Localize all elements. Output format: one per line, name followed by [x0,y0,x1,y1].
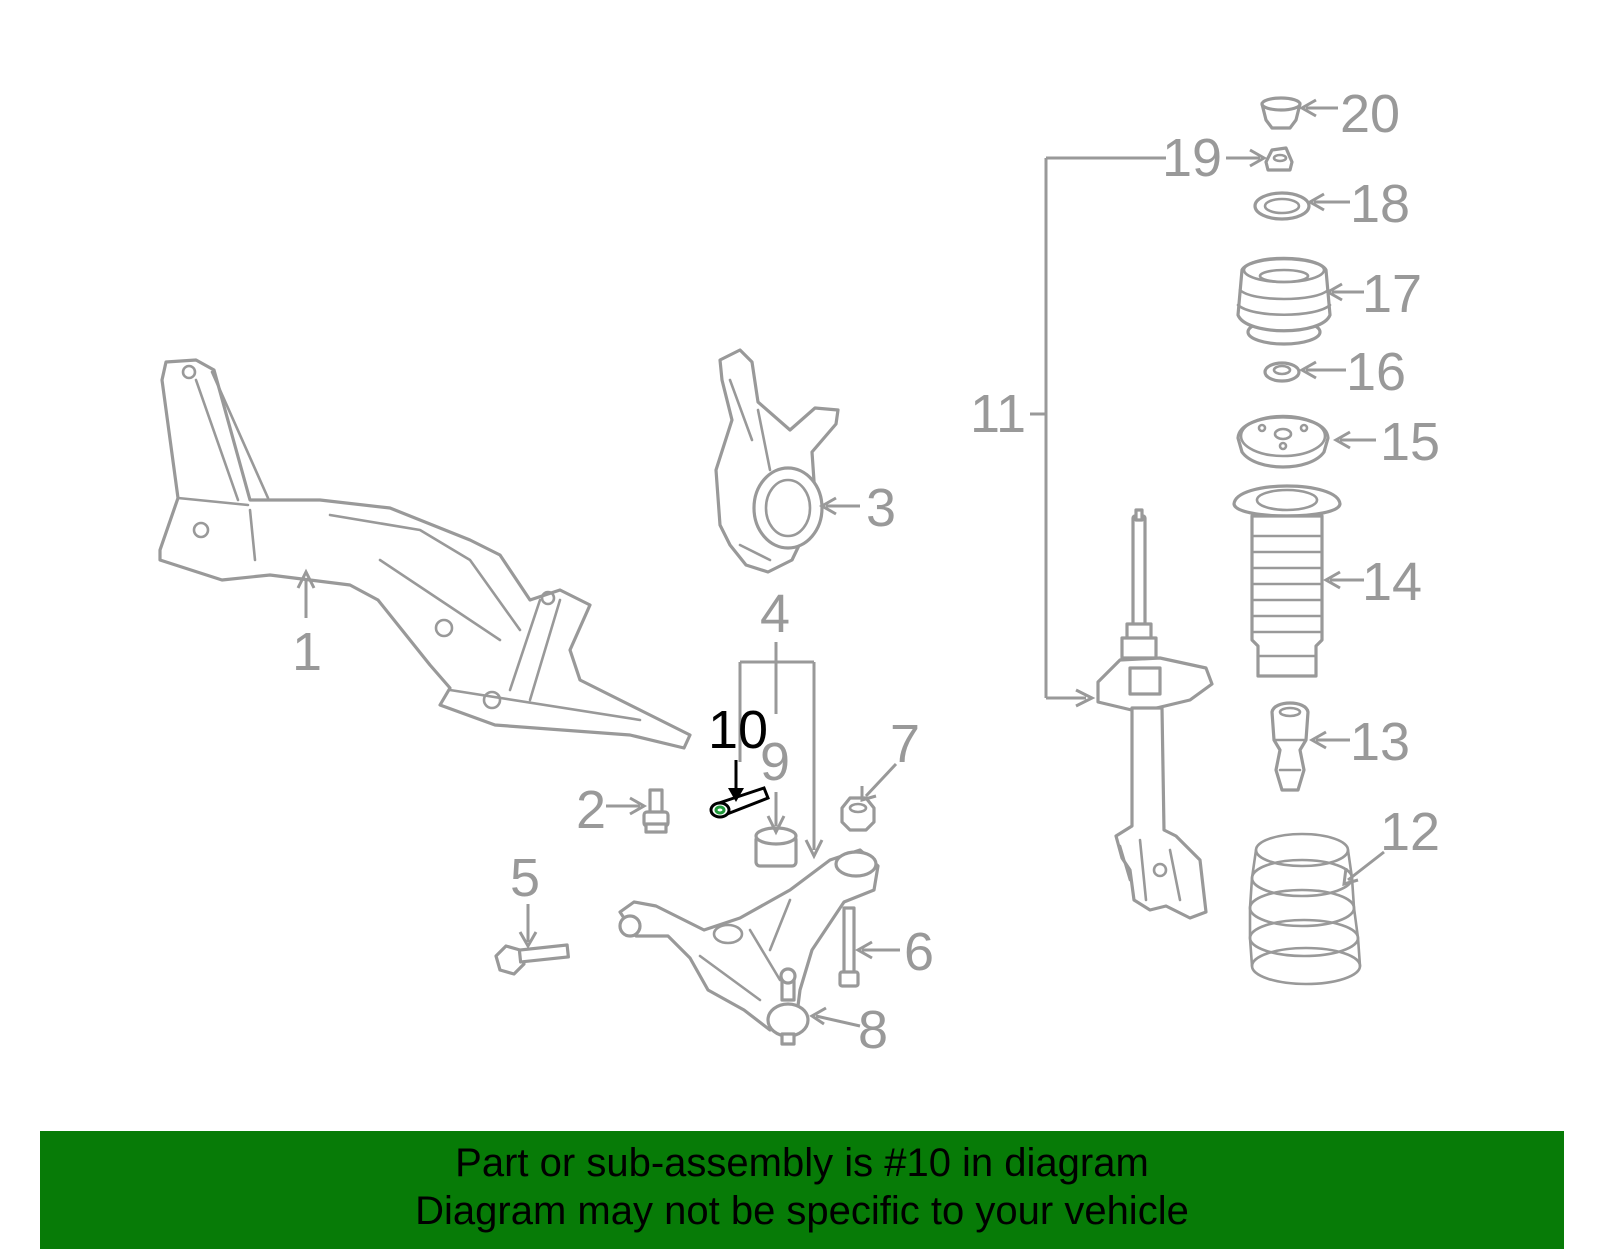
part-13-bump-stop [1270,701,1310,792]
callout-13: 13 [1350,712,1410,772]
callout-11: 11 [970,384,1026,444]
callout-6: 6 [904,922,934,982]
leader-7 [860,762,898,802]
part-2-bolt [642,788,670,834]
callout-14: 14 [1362,552,1422,612]
leader-15 [1332,430,1376,450]
callout-20: 20 [1340,84,1400,144]
part-20-cap [1260,96,1302,130]
part-15-upper-mount [1236,414,1330,469]
part-14-dust-boot [1232,484,1342,678]
callout-1: 1 [292,622,322,682]
leader-12 [1342,850,1385,887]
leader-2 [606,796,648,816]
part-19-nut [1264,146,1294,172]
leader-10 [728,760,744,802]
leader-20 [1298,98,1338,118]
callout-16: 16 [1346,342,1406,402]
callout-7: 7 [890,714,920,774]
part-6-long-bolt [838,906,860,988]
leader-1 [296,568,316,618]
part-7-nut [840,796,876,832]
leader-14 [1322,570,1364,590]
callout-17: 17 [1362,264,1422,324]
part-18-washer [1253,191,1311,221]
part-11-strut-assembly [1096,508,1214,920]
banner-line-part-number: Part or sub-assembly is #10 in diagram [455,1141,1149,1185]
suspension-parts-diagram: 1 2 3 4 5 6 7 8 9 10 11 12 13 14 15 16 1… [158,84,1440,1060]
part-4-lower-control-arm [618,848,880,1032]
leader-16 [1298,360,1346,380]
leader-11-bracket [1030,156,1166,708]
leader-3 [818,496,860,516]
part-12-coil-spring [1248,832,1362,986]
leader-13 [1308,730,1350,750]
callout-18: 18 [1350,174,1410,234]
part-16-washer [1263,361,1301,383]
banner-line-disclaimer: Diagram may not be specific to your vehi… [415,1189,1189,1233]
callout-10: 10 [708,700,768,760]
leader-18 [1306,192,1350,212]
callout-9: 9 [760,732,790,792]
part-8-ball-joint [766,967,810,1046]
part-1-crossmember [158,358,692,750]
info-banner: Part or sub-assembly is #10 in diagram D… [40,1131,1564,1249]
part-5-bolt [494,943,570,976]
leader-17 [1324,282,1364,302]
part-9-bushing [754,826,798,868]
leader-5 [518,904,538,950]
leader-8 [809,1006,861,1028]
callout-19: 19 [1162,128,1222,188]
part-3-steering-knuckle [714,348,840,574]
callout-12: 12 [1380,802,1440,862]
part-17-strut-bearing [1236,256,1332,346]
callout-8: 8 [858,1000,888,1060]
callout-4: 4 [760,584,790,644]
callout-5: 5 [510,848,540,908]
leader-9 [766,792,786,836]
callout-3: 3 [866,478,896,538]
callout-2: 2 [576,780,606,840]
callout-15: 15 [1380,412,1440,472]
part-10-bolt-highlighted [709,786,770,819]
leader-4-bracket [738,642,824,860]
leader-19 [1226,148,1268,168]
leader-6 [854,940,900,960]
